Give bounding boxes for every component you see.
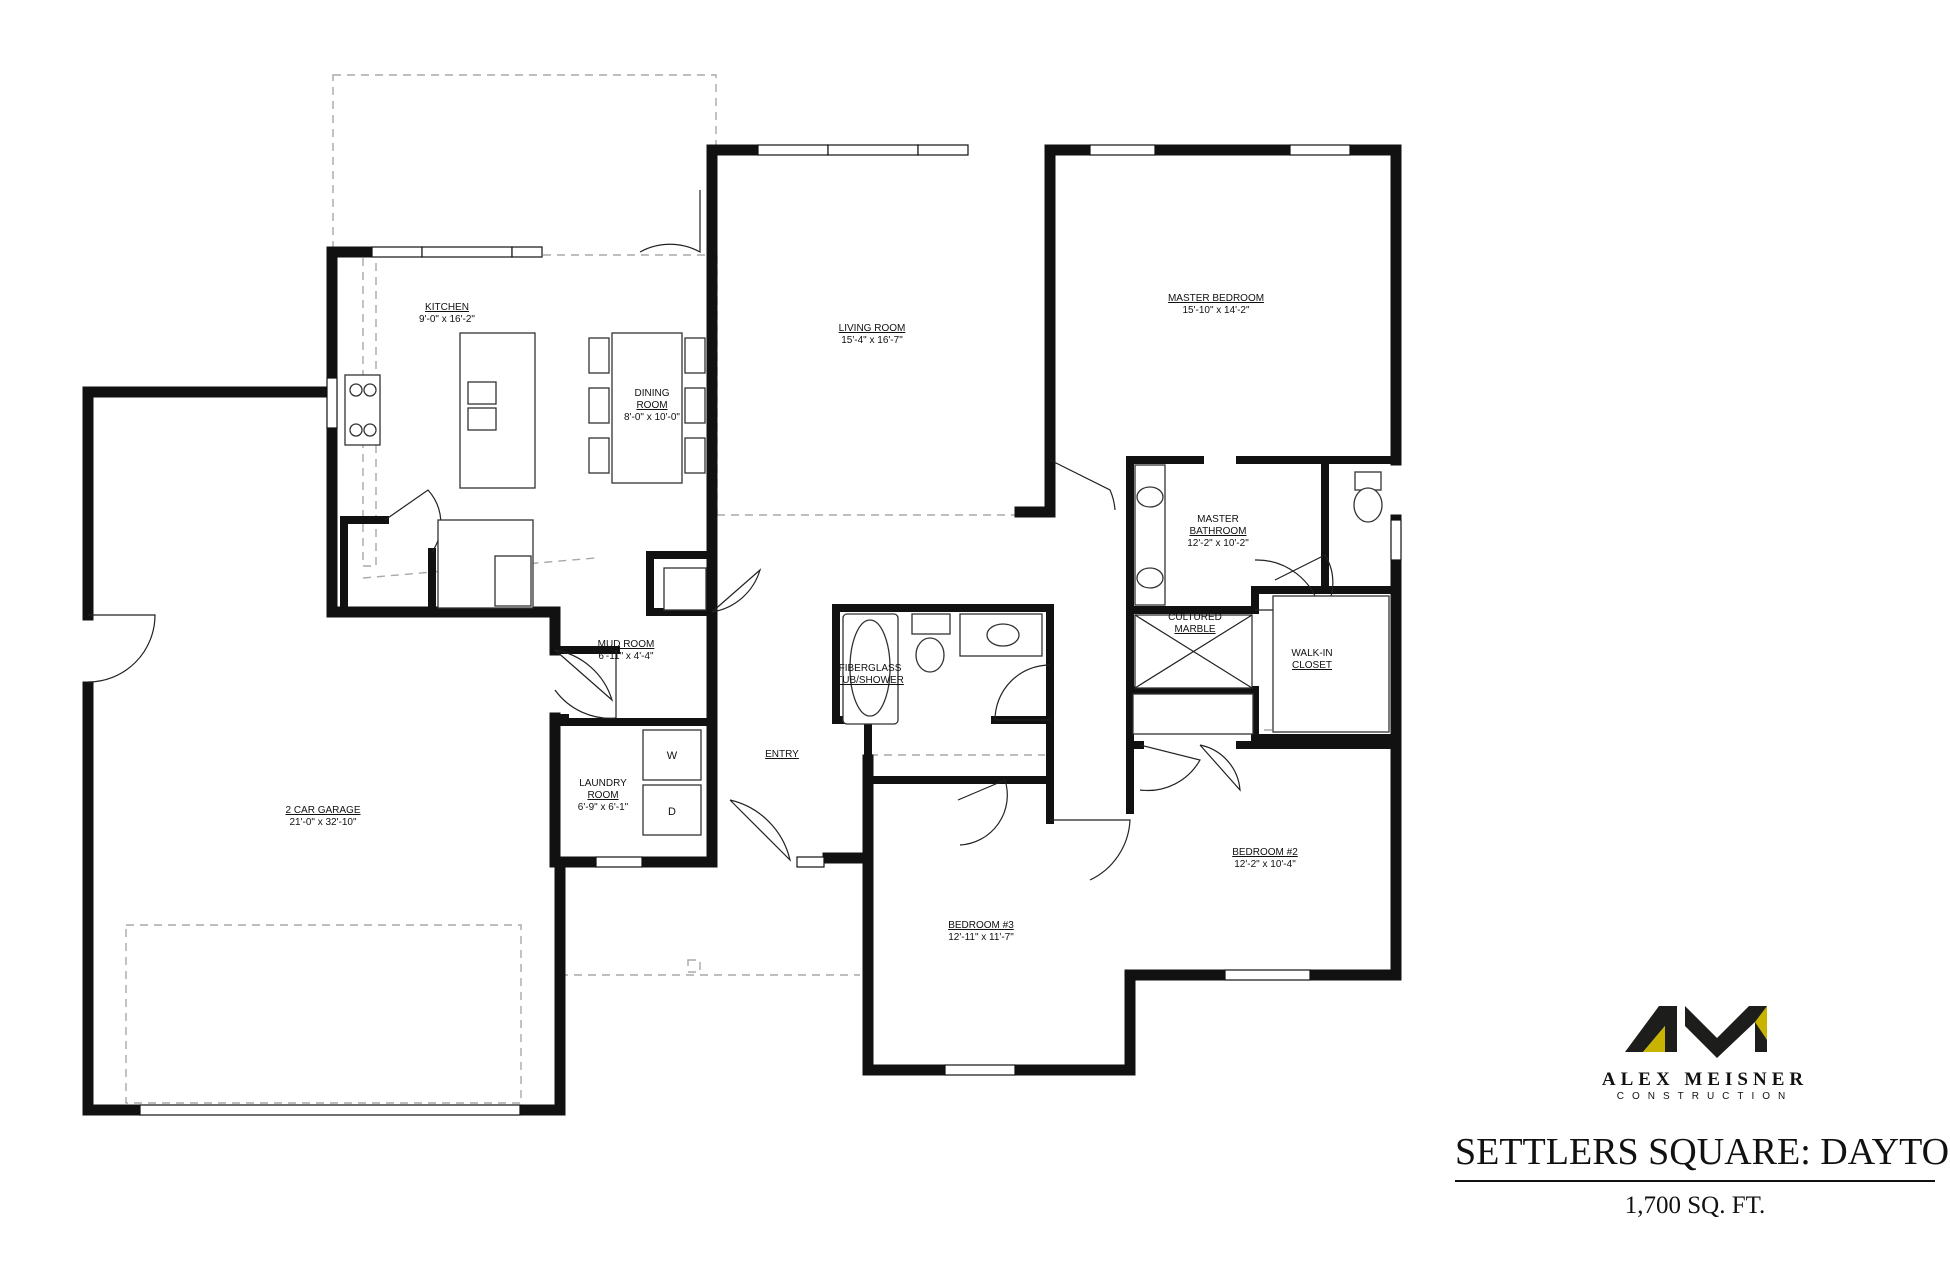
laundry-fixtures: W D [642,729,702,836]
room-name-walk-in-closet: WALK-IN [1291,648,1332,659]
bath-fixtures [842,464,1390,735]
room-name-laundry: ROOM [587,790,618,801]
room-name-mud-room: MUD ROOM [598,639,655,650]
brand-block: ALEX MEISNER CONSTRUCTION [1565,1000,1845,1102]
room-name-fiberglass: FIBERGLASS [839,663,902,674]
door-swings [87,190,1334,881]
room-name-bedroom3: BEDROOM #3 [948,920,1014,931]
room-dims-mud-room: 6'-11" x 4'-4" [598,651,654,662]
room-dims-dining: 8'-0" x 10'-0" [624,412,680,423]
room-dims-bedroom2: 12'-2" x 10'-4" [1234,859,1296,870]
room-name-cultured-marble: CULTURED [1168,612,1222,623]
room-name-garage: 2 CAR GARAGE [285,805,360,816]
plan-title: SETTLERS SQUARE: DAYTON [1455,1130,1950,1182]
am-logo-icon [1625,1006,1767,1058]
room-name-dining: DINING [635,388,670,399]
dashed-overlays [125,74,1386,1104]
room-name-bedroom2: BEDROOM #2 [1232,847,1298,858]
room-dims-laundry: 6'-9" x 6'-1" [578,802,629,813]
room-dims-bedroom3: 12'-11" x 11'-7" [948,932,1014,943]
room-name-dining: ROOM [636,400,667,411]
washer-label: W [667,750,678,762]
room-name-master-bedroom: MASTER BEDROOM [1168,293,1264,304]
room-name-master-bathroom: BATHROOM [1189,526,1246,537]
brand-company: ALEX MEISNER [1601,1069,1809,1090]
brand-sub: CONSTRUCTION [1616,1091,1794,1102]
room-dims-living: 15'-4" x 16'-7" [841,335,903,346]
room-name-master-bathroom: MASTER [1197,514,1239,525]
room-name-kitchen: KITCHEN [425,302,469,313]
room-name-fiberglass: TUB/SHOWER [836,675,904,686]
kitchen-fixtures [344,332,707,611]
plan-area: 1,700 SQ. FT. [1624,1192,1766,1219]
room-name-entry: ENTRY [765,749,799,760]
windows [139,144,1402,1116]
room-dims-kitchen: 9'-0" x 16'-2" [419,314,475,325]
room-name-walk-in-closet: CLOSET [1292,660,1332,671]
room-dims-master-bathroom: 12'-2" x 10'-2" [1187,538,1249,549]
dryer-label: D [668,806,676,818]
room-name-living: LIVING ROOM [839,323,906,334]
room-name-cultured-marble: MARBLE [1174,624,1215,635]
room-dims-master-bedroom: 15'-10" x 14'-2" [1182,305,1250,316]
title-block: SETTLERS SQUARE: DAYTON 1,700 SQ. FT. [1455,1130,1950,1220]
room-name-laundry: LAUNDRY [579,778,627,789]
room-dims-garage: 21'-0" x 32'-10" [289,817,357,828]
